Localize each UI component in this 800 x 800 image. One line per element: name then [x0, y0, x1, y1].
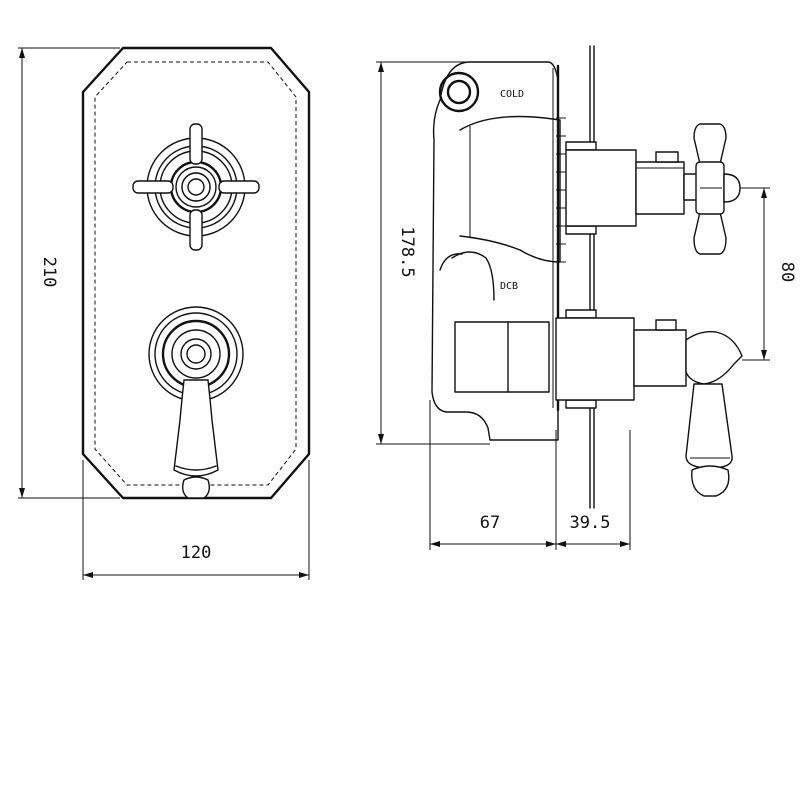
top-spindle [565, 141, 685, 235]
lever-handle-icon [148, 306, 244, 499]
port-label-cold: COLD [500, 89, 524, 100]
side-view: COLD DCB [376, 45, 797, 550]
dimension-80 [740, 187, 770, 361]
port-label-outlet: DCB [500, 281, 518, 292]
dimension-label-body-depth: 67 [480, 513, 500, 533]
cold-inlet-icon [438, 71, 480, 113]
outlet-curve [451, 251, 495, 301]
dimension-120 [82, 460, 310, 580]
upper-dome [459, 115, 561, 263]
dimension-depth [429, 400, 631, 550]
dimension-label-height: 210 [39, 257, 59, 288]
dimension-label-spacing: 80 [777, 262, 797, 282]
dimension-178-5 [376, 61, 490, 445]
lever-handle-side-icon [685, 330, 743, 497]
dimension-label-plate-depth: 39.5 [570, 513, 611, 533]
cross-handle-side-icon [683, 123, 741, 255]
faceplate-inner-dashed [94, 61, 297, 486]
dimension-label-body-height: 178.5 [397, 226, 417, 277]
dimension-label-width: 120 [181, 543, 212, 563]
lower-block [454, 321, 550, 393]
faceplate-outline [81, 46, 311, 500]
front-view: 210 120 [18, 46, 311, 580]
cross-handle-icon [132, 123, 260, 251]
dimension-210 [18, 47, 120, 499]
bottom-spindle [555, 309, 687, 409]
